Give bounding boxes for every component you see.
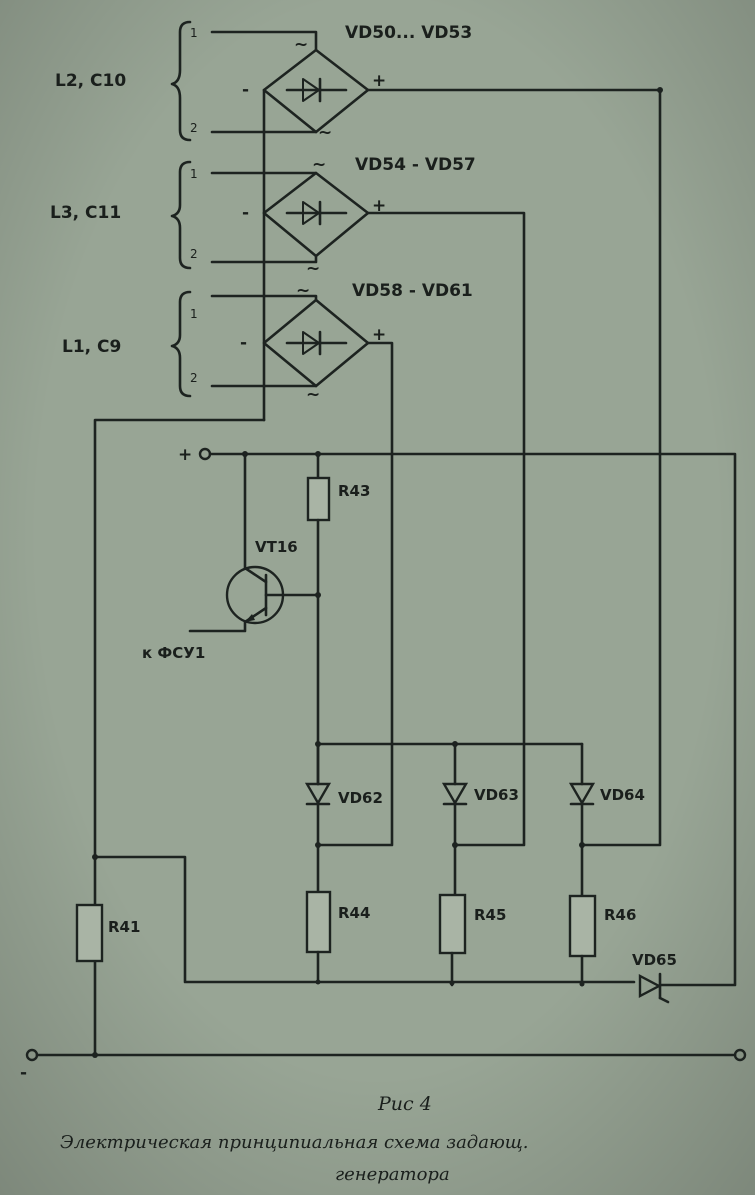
bridge-vd54-vd57 <box>210 171 526 847</box>
caption-line-2: генератора <box>335 1164 450 1185</box>
vt16-label: VT16 <box>255 538 298 556</box>
fsu1-input-label: к ФСУ1 <box>142 644 205 662</box>
resistor-r46 <box>568 894 597 958</box>
bridge3-label: VD58 - VD61 <box>352 281 473 301</box>
bridge3-plus: + <box>372 325 386 345</box>
wire-l3-pin2 <box>210 254 318 264</box>
bridge2-minus: - <box>242 203 249 223</box>
resistor-r44 <box>305 890 332 954</box>
diode-vd63 <box>441 742 469 897</box>
resistor-r41 <box>75 903 104 963</box>
bridge3-minus: - <box>240 333 247 353</box>
vd63-label: VD63 <box>474 786 519 804</box>
bridge3-ac-bottom: ~ <box>306 385 320 405</box>
l3-pin2: 2 <box>190 247 198 261</box>
negative-rail <box>25 1048 747 1062</box>
wire-l2-pin1 <box>210 30 318 52</box>
r44-label: R44 <box>338 904 370 922</box>
bridge-vd58-vd61 <box>210 294 394 847</box>
bridge1-ac-top: ~ <box>294 35 308 55</box>
l1-c9-label: L1, C9 <box>62 337 121 357</box>
bridge-vd50-vd53 <box>210 30 663 847</box>
figure-number: Рис 4 <box>377 1093 432 1115</box>
transistor-vt16 <box>188 452 321 633</box>
l3-pin1: 1 <box>190 167 198 181</box>
vd64-label: VD64 <box>600 786 645 804</box>
l3-c11-label: L3, C11 <box>50 203 121 223</box>
bridge2-ac-bottom: ~ <box>306 259 320 279</box>
bridge2-label: VD54 - VD57 <box>355 155 476 175</box>
minus-terminal-label: - <box>20 1063 27 1083</box>
bridge3-ac-top: ~ <box>296 281 310 301</box>
diode-vd64 <box>568 742 596 898</box>
r43-label: R43 <box>338 482 370 500</box>
negative-left-rail <box>93 418 266 1057</box>
l2-pin1: 1 <box>190 26 198 40</box>
winding-braces <box>170 20 192 398</box>
resistor-r45 <box>438 893 467 955</box>
diode-vd65 <box>638 972 670 1004</box>
bridge1-plus: + <box>372 71 386 91</box>
l1-pin2: 2 <box>190 371 198 385</box>
r46-label: R46 <box>604 906 636 924</box>
vd62-label: VD62 <box>338 789 383 807</box>
bridge1-ac-bottom: ~ <box>318 123 332 143</box>
resistor-r43 <box>306 476 331 522</box>
wire-l1-pin1 <box>210 294 318 302</box>
bridge1-minus: - <box>242 80 249 100</box>
l1-pin1: 1 <box>190 307 198 321</box>
caption-line-1: Электрическая принципиальная схема задаю… <box>60 1132 529 1153</box>
output-bus <box>93 855 636 984</box>
l2-pin2: 2 <box>190 121 198 135</box>
l2-c10-label: L2, C10 <box>55 71 126 91</box>
bridge2-plus: + <box>372 196 386 216</box>
bridge2-ac-top: ~ <box>312 155 326 175</box>
plus-terminal-label: + <box>178 445 192 465</box>
r41-label: R41 <box>108 918 140 936</box>
bridge1-label: VD50... VD53 <box>345 23 472 43</box>
r45-label: R45 <box>474 906 506 924</box>
diode-vd62 <box>304 742 332 894</box>
vd65-label: VD65 <box>632 951 677 969</box>
